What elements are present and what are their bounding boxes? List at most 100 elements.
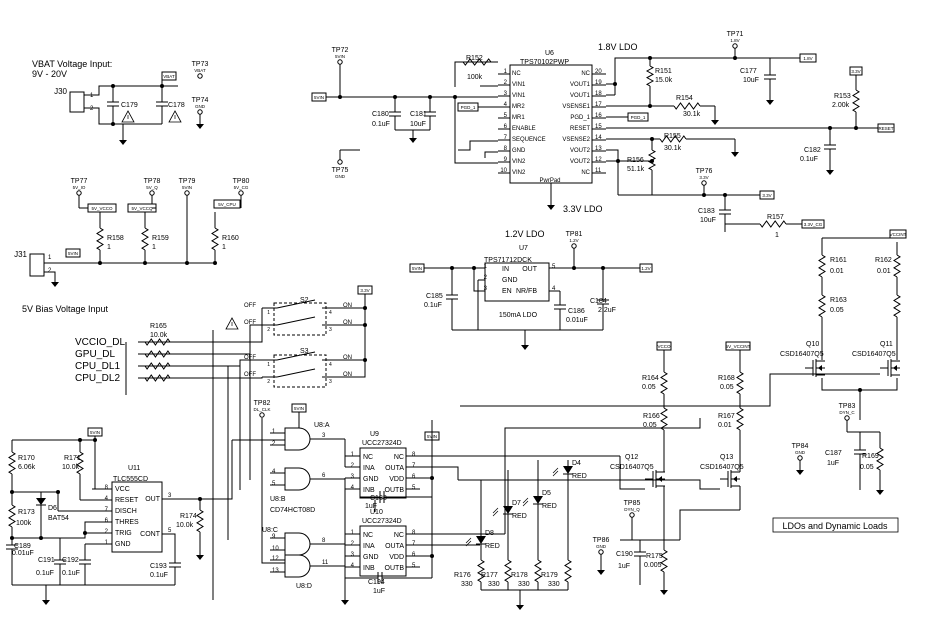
resistor-symbol <box>534 559 542 583</box>
switch-off-label: OFF <box>244 303 256 309</box>
ground-icon <box>196 124 204 129</box>
switch-pin: 3 <box>329 327 332 333</box>
net-flag: VCCINT <box>889 229 907 239</box>
u6-pin-name: NC <box>581 71 590 77</box>
u6-pin-name: MR2 <box>512 104 525 110</box>
warning-icon <box>225 317 239 330</box>
u6-pin-num: 5 <box>504 113 508 119</box>
u8-pin: 1 <box>272 429 276 435</box>
u10-pin-num: 3 <box>351 552 355 558</box>
ground-icon <box>597 570 605 575</box>
c186-val: 0.01uF <box>566 317 588 324</box>
u9-pin-name: INA <box>363 465 375 472</box>
c182-ref: C182 <box>804 147 821 154</box>
u8-pin: 3 <box>322 433 326 439</box>
test-point-ref: TP80 <box>233 178 250 185</box>
r156-val: 51.1k <box>627 166 645 173</box>
r154-ref: R154 <box>676 95 693 102</box>
junction-dot <box>572 266 576 270</box>
net-flag-label: 5VIN <box>412 266 422 271</box>
net-flag-label: VBAT <box>163 74 175 79</box>
switch-pin: 2 <box>267 327 270 333</box>
ground-icon <box>826 170 834 175</box>
test-point-net: GND <box>335 174 346 179</box>
resistor-symbol <box>196 509 204 533</box>
test-point-ref: TP73 <box>192 61 209 68</box>
u6-pin-name: VOUT1 <box>570 82 591 88</box>
c194-val: 1uF <box>373 588 385 595</box>
c192-ref: C192 <box>62 557 79 564</box>
capacitor-symbol <box>107 101 119 107</box>
net-flag-label: 5V_VCCO <box>91 206 113 211</box>
u9-pin-num: 6 <box>412 474 416 480</box>
junction-dot <box>733 56 737 60</box>
net-flag-label: 1.2V <box>641 266 650 271</box>
u10-pin-name: NC <box>363 532 373 539</box>
u6-pin-name: VOUT2 <box>570 148 591 154</box>
u7-pin-num: 4 <box>552 286 556 292</box>
capacitor-symbol <box>824 144 836 150</box>
led-icon <box>522 496 543 507</box>
r175-val: 0.005 <box>644 562 662 569</box>
u8a-ref: U8:A <box>314 422 330 429</box>
r172-ref: R169 <box>862 453 879 460</box>
junction-dot <box>363 306 367 310</box>
ground-icon <box>521 345 529 350</box>
u7-pin-num: 5 <box>552 264 556 270</box>
u6-pin-num: 17 <box>595 102 602 108</box>
s2-ref: S2 <box>300 297 309 304</box>
u9-pin-num: 4 <box>351 485 355 491</box>
c187-ref: C187 <box>825 450 842 457</box>
resistor-symbol <box>645 65 655 87</box>
u6-pin-num: 10 <box>500 168 507 174</box>
capacitor-symbol <box>446 294 458 300</box>
u11-pin-num: 8 <box>105 485 109 491</box>
u8-and-gates: TP82DL_CLKU8:A123456U8:BCD74HCT08D9108U8… <box>200 354 345 590</box>
c192-val: 0.1uF <box>62 570 80 577</box>
mosfet-symbol <box>720 470 740 488</box>
test-point-ref: TP78 <box>144 178 161 185</box>
switch-pin: 4 <box>329 362 332 368</box>
c184-ref: C184 <box>590 298 607 305</box>
junction-dot <box>601 266 605 270</box>
test-point-ref: TP85 <box>624 500 641 507</box>
led-res-val: 330 <box>548 581 560 588</box>
u6-pin-num: 19 <box>595 80 602 86</box>
bias-res-ref: R158 <box>107 235 124 242</box>
u6-ref: U6 <box>545 50 554 57</box>
u6-tps70102: U6TPS70102PWPNC1VIN12VIN13MR24MR15ENABLE… <box>311 31 895 239</box>
u7-note: 150mA LDO <box>499 312 538 319</box>
u10-pin-name: GND <box>363 554 379 561</box>
mosfet-symbol <box>645 470 665 488</box>
led-res-ref: R176 <box>454 572 471 579</box>
u7-pin-num: 3 <box>484 286 488 292</box>
vbat-input-range: 9V - 20V <box>32 69 67 79</box>
resistor-symbol <box>673 102 701 110</box>
test-point-net: 5V_Q <box>146 185 158 190</box>
ground-icon <box>796 470 804 475</box>
u10-pin-num: 7 <box>412 541 416 547</box>
r171-ref: R171 <box>64 455 81 462</box>
u9-pin-name: INB <box>363 487 375 494</box>
u6-pin-name: VOUT2 <box>570 159 591 165</box>
test-point-ref: TP76 <box>696 168 713 175</box>
u6-pin-name: ENABLE <box>512 126 536 132</box>
junction-dot <box>723 193 727 197</box>
r151-ref: R151 <box>655 68 672 75</box>
r157-val: 1 <box>775 232 779 239</box>
u10-pin-num: 1 <box>351 530 355 536</box>
net-flag: 1.2V <box>639 263 653 273</box>
net-flag-label: 5VIN <box>294 406 304 411</box>
test-point-net: 5VIN <box>335 54 345 59</box>
led-indicators: D4REDD5REDD7REDD8REDR176330R177330R17833… <box>454 460 587 610</box>
u10-pin-name: OUTA <box>385 543 404 550</box>
u8d-ref: U8:D <box>296 583 312 590</box>
